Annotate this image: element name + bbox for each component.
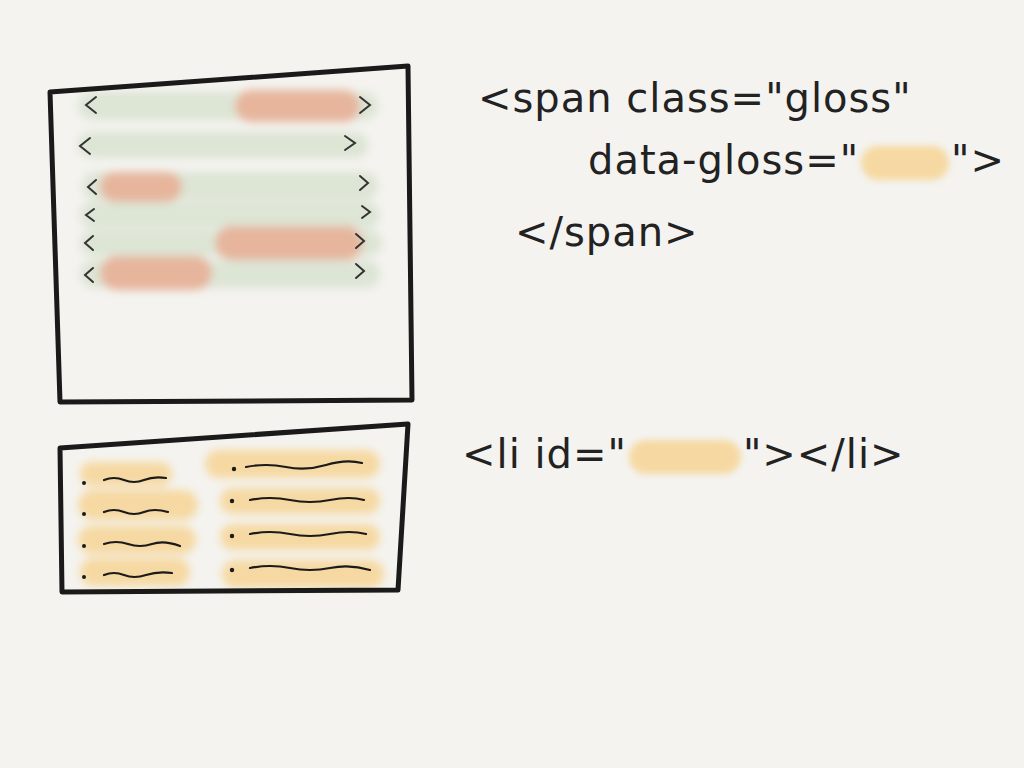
bracket-marks <box>80 97 370 282</box>
code-fragment: <li id=" <box>462 430 627 478</box>
code-line: </span> <box>515 208 699 256</box>
list-bullets <box>82 467 236 579</box>
list-lines <box>104 461 370 577</box>
code-fragment: data-gloss=" <box>588 136 859 184</box>
sketch-frames <box>50 66 412 592</box>
code-fragment: "></li> <box>743 430 905 478</box>
blank-value-highlight <box>861 146 949 180</box>
blank-value-highlight <box>629 440 741 474</box>
highlight-bands <box>78 90 384 588</box>
code-fragment: "> <box>951 136 1005 184</box>
code-line: <span class="gloss" <box>478 74 912 122</box>
